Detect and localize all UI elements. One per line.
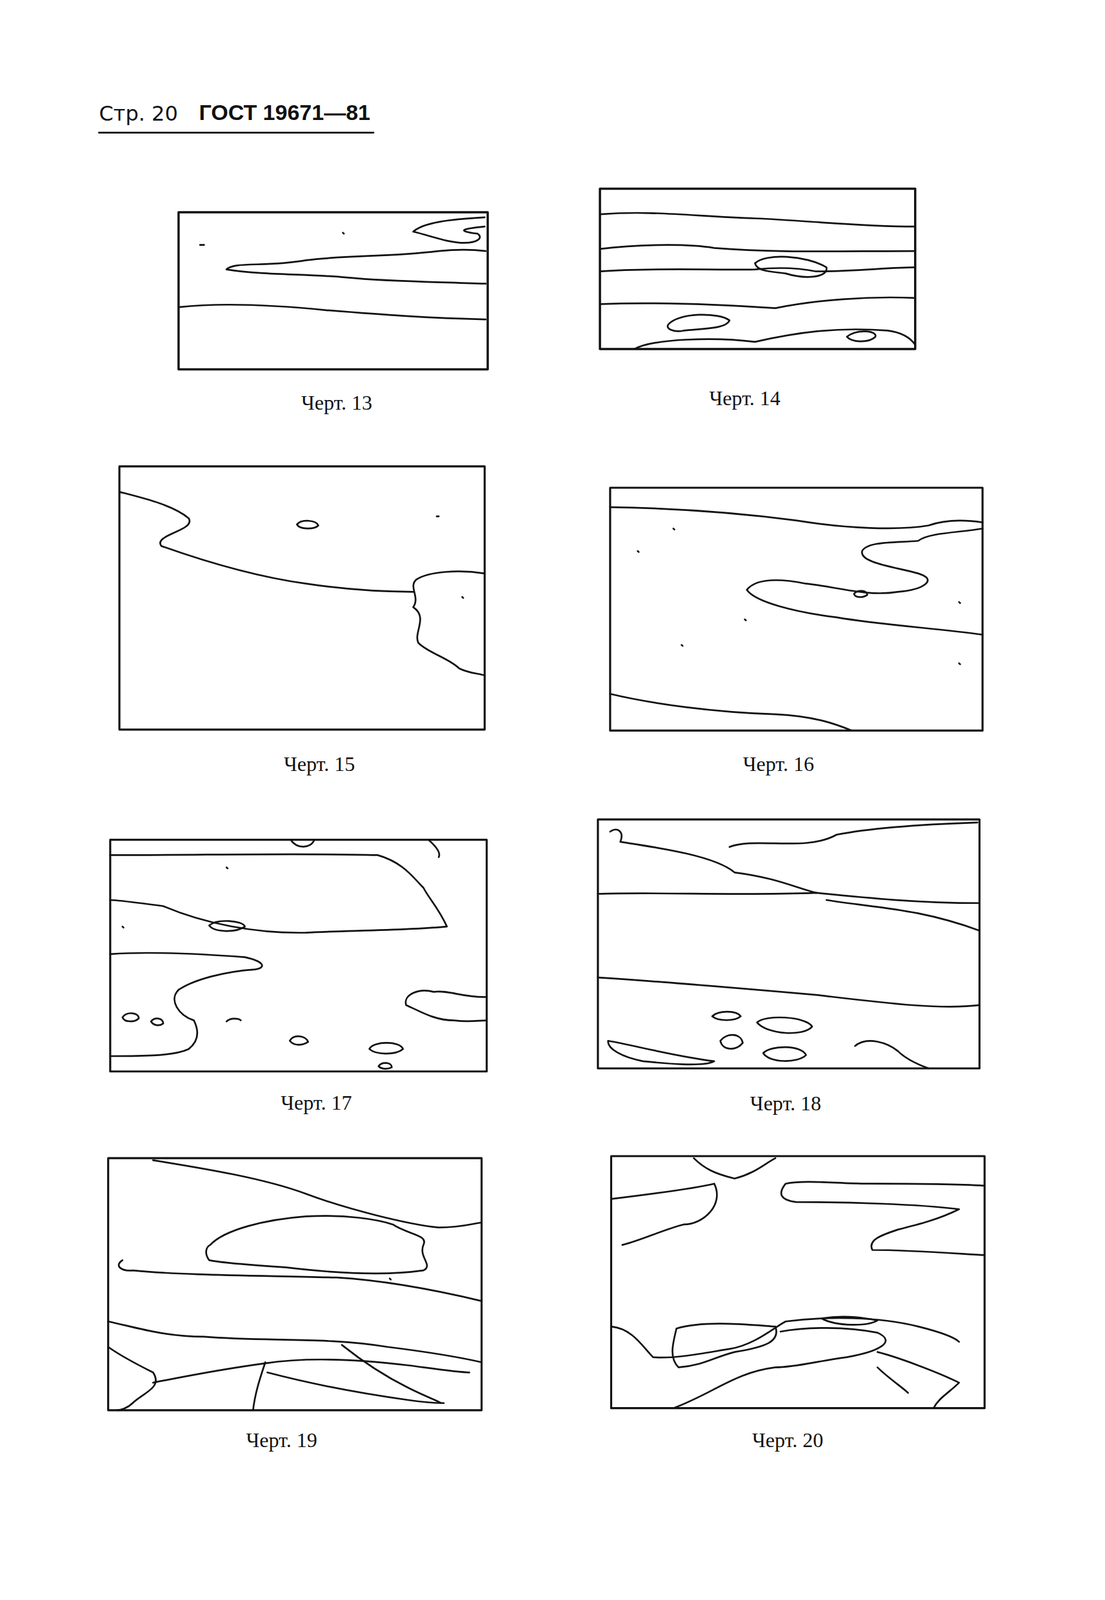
figure-caption: Черт. 20 [752, 1428, 824, 1453]
figure-caption: Черт. 14 [709, 386, 781, 411]
figure-caption: Черт. 17 [280, 1090, 352, 1115]
figure-caption: Черт. 18 [750, 1091, 822, 1116]
page-header: ГОСТ 19671—81 [198, 99, 371, 126]
page-header: Стр. 20 [98, 101, 178, 126]
micrograph-17 [110, 839, 488, 1072]
figure-caption: Черт. 13 [301, 390, 373, 415]
figure-caption: Черт. 16 [743, 752, 815, 777]
micrograph-14 [599, 189, 916, 349]
figure-caption: Черт. 15 [283, 752, 355, 777]
micrograph-16 [610, 487, 983, 731]
header-rule [98, 131, 373, 134]
micrograph-15 [119, 466, 485, 730]
micrograph-13 [178, 212, 488, 370]
micrograph-18 [597, 819, 980, 1069]
micrograph-20 [610, 1155, 985, 1409]
micrograph-19 [108, 1157, 482, 1411]
figure-caption: Черт. 19 [245, 1428, 317, 1453]
